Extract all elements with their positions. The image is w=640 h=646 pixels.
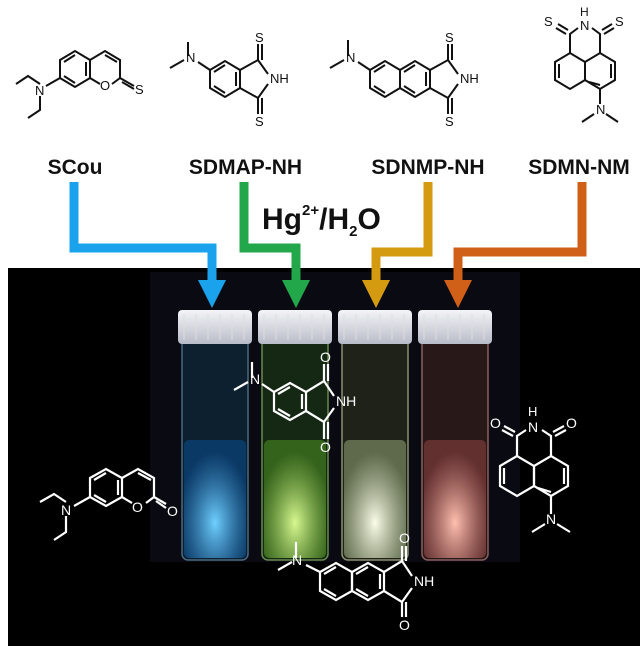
structure-dmap-product: [233, 362, 335, 439]
atom-n-dmap-product: N: [250, 371, 260, 387]
arrow-scou: [69, 182, 226, 308]
atom-n-dnmp-product: N: [292, 552, 302, 568]
structure-sdmap-nh: [169, 42, 269, 114]
vial-scou: [178, 310, 252, 561]
structure-coumarin-product: [39, 467, 167, 541]
atom-o2-dmn-product: O: [566, 415, 577, 431]
atom-n-coumarin: N: [61, 502, 71, 518]
vial-sdnmp-nh: [338, 310, 412, 561]
structure-dmn-product: [498, 425, 571, 533]
arrow-sdnmp-nh: [362, 182, 433, 308]
reagent-subscript: 2: [349, 223, 358, 240]
atom-n-sdmap-top: N: [186, 50, 195, 65]
atom-o1-dmap-product: O: [320, 349, 331, 365]
atom-h-sdmn-top: H: [580, 5, 589, 19]
label-sdmn-nm: SDMN-NM: [528, 156, 630, 179]
atom-o1-dnmp-product: O: [399, 530, 410, 546]
atom-s1-sdmap-top: S: [255, 30, 264, 45]
atom-s2-sdmn-top: S: [615, 14, 624, 29]
arrow-sdmn-nm: [444, 182, 587, 308]
label-sdnmp-nh: SDNMP-NH: [371, 156, 485, 179]
atom-s2-sdnmp-top: S: [445, 114, 454, 129]
atom-o-coumarin-ring: O: [132, 499, 143, 515]
structure-sdmn-nm: [554, 23, 619, 123]
atom-s-scou: S: [135, 82, 144, 97]
atom-nh-sdmap-top: NH: [270, 71, 289, 86]
atom-o2-dmap-product: O: [320, 439, 331, 455]
atom-n-sdnmp-top: N: [346, 50, 355, 65]
vial-sdmn-nm: [418, 310, 492, 561]
atom-nh-dnmp-product: NH: [414, 573, 434, 589]
structure-dnmp-product: [277, 542, 413, 617]
atom-n-amine-sdmn-top: N: [596, 102, 605, 117]
atom-o1-dmn-product: O: [490, 415, 501, 431]
reagent-solvent-a: /H: [319, 203, 350, 236]
reagent-charge: 2+: [302, 202, 320, 219]
atom-n-imide-sdmn-top: N: [580, 18, 589, 33]
reagent-metal: Hg: [262, 203, 302, 236]
atom-s2-sdmap-top: S: [255, 114, 264, 129]
structure-scou: [15, 49, 135, 119]
atom-h-dmn-product: H: [528, 404, 537, 419]
structure-sdnmp-nh: [329, 40, 459, 114]
atom-nh-sdnmp-top: NH: [460, 71, 479, 86]
atom-nh-dmap-product: NH: [336, 393, 356, 409]
atom-s1-sdmn-top: S: [544, 14, 553, 29]
atom-o-coumarin-carbonyl: O: [167, 503, 178, 519]
atom-n-amine-dmn-product: N: [546, 511, 556, 527]
vial-sdmap-nh: [258, 310, 332, 561]
reagent-solvent-b: O: [357, 203, 381, 236]
arrow-sdmap-nh: [239, 182, 310, 308]
atom-o-scou: O: [100, 78, 110, 93]
label-scou: SCou: [47, 156, 103, 179]
atom-o2-dnmp-product: O: [399, 617, 410, 633]
atom-n-scou: N: [35, 83, 44, 98]
atom-n-imide-dmn-product: N: [528, 419, 538, 435]
atom-s1-sdnmp-top: S: [445, 30, 454, 45]
label-sdmap-nh: SDMAP-NH: [188, 156, 303, 179]
reagent-label: Hg2+/H2O: [262, 202, 412, 240]
